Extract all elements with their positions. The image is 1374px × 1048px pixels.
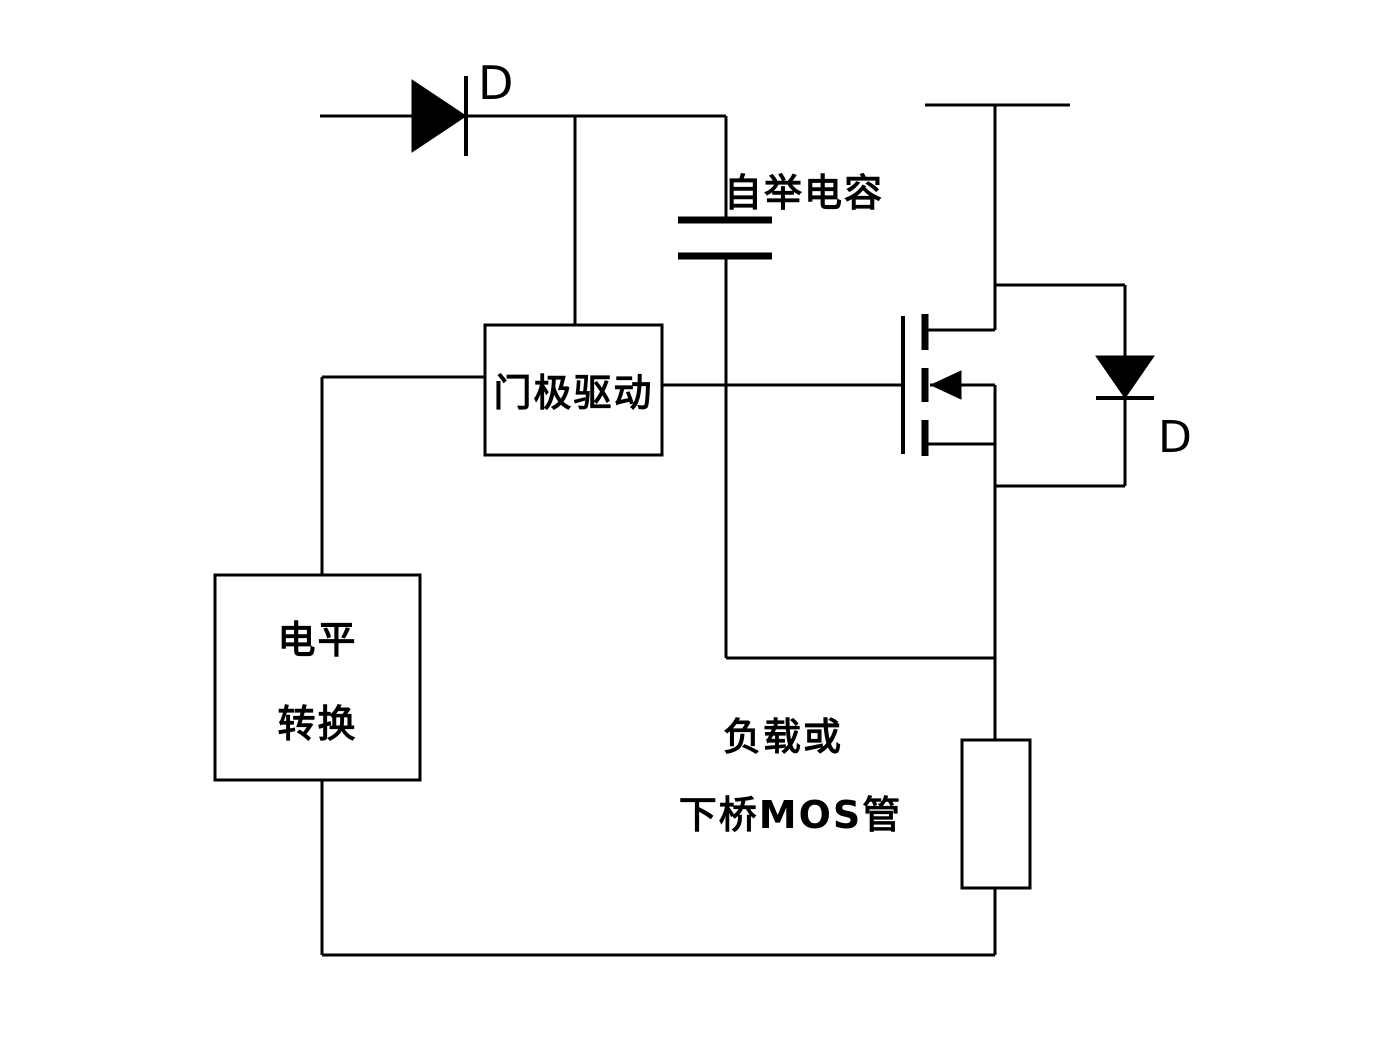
body-diode-label: D	[1158, 412, 1192, 463]
mosfet-arrow-icon	[929, 370, 962, 400]
level-shift-label-line1: 电平	[277, 618, 358, 662]
gate-driver-box	[483, 323, 664, 457]
load-resistor-box	[960, 738, 1032, 890]
level-shift-label-line2: 转换	[277, 702, 358, 746]
bootstrap-capacitor-label: 自举电容	[724, 171, 885, 215]
bootstrap-diode-icon	[411, 79, 467, 153]
level-shift-label: 电平 转换	[215, 598, 420, 766]
load-label-line1: 负载或	[722, 715, 843, 759]
gate-driver-label: 门极驱动	[493, 371, 654, 415]
load-label-line2: 下桥MOS管	[678, 793, 903, 837]
body-diode-icon	[1095, 355, 1155, 399]
bootstrap-diode-label: D	[478, 56, 514, 110]
level-shift-box	[213, 573, 422, 782]
